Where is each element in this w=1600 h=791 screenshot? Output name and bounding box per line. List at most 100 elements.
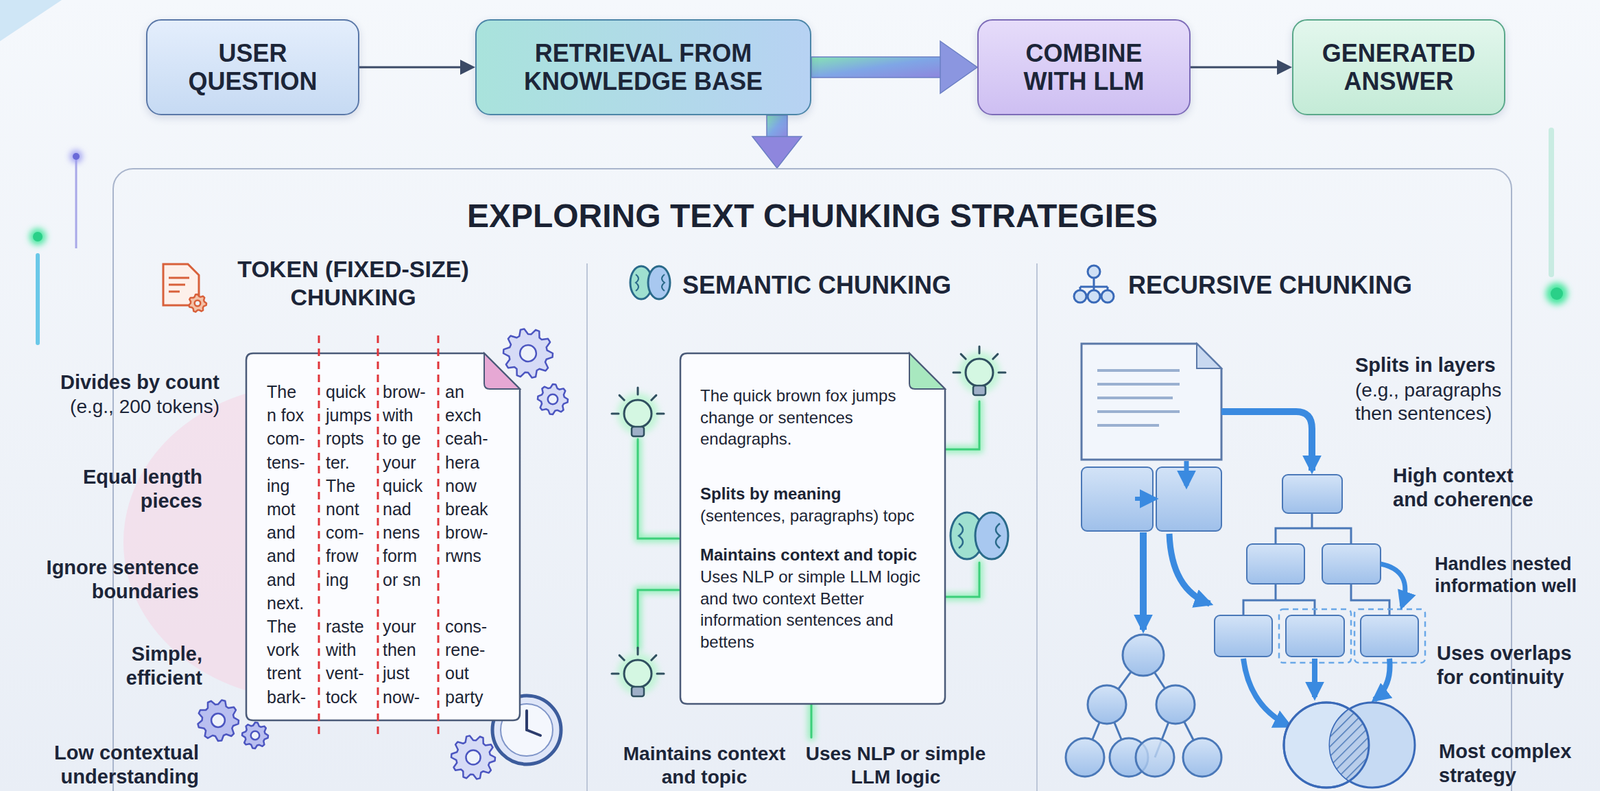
token-fragment: break [445,499,489,519]
document-outline [680,353,946,704]
gear-icon [465,749,481,764]
token-fragment: with [382,405,413,425]
lightbulb-icon [973,385,986,396]
clock-icon [525,710,529,730]
token-fragment: and [266,569,296,590]
token-fragment: an [445,381,465,402]
edge-decoration [1548,130,1555,275]
doc-icon [168,283,186,286]
lightbulb-icon [978,346,981,354]
connector-line [1190,66,1280,69]
token-fragment: nad [382,499,412,519]
process-box: GENERATED ANSWER [1292,19,1506,116]
token-fragment: or sn [382,569,422,590]
token-fragment: tens- [266,452,306,472]
process-box: RETRIEVAL FROM KNOWLEDGE BASE [475,19,812,116]
corner-tint [0,0,62,42]
cut-line [318,335,321,738]
recursive-illustration [1156,685,1195,724]
gear-icon [519,344,537,362]
gear-icon [547,394,559,405]
recursive-illustration [1135,496,1155,501]
gear-icon [188,294,207,313]
feature-note: (e.g., 200 tokens) [13,395,220,419]
recursive-illustration [1065,737,1105,777]
token-fragment: com- [325,522,365,542]
edge-decoration [29,130,1568,343]
recursive-illustration [1196,343,1222,369]
edge-decoration [72,152,80,160]
feature-note: Uses overlaps for continuity [1436,641,1585,690]
column-divider [586,263,588,791]
edge-decoration [75,152,78,249]
semantic-document: The quick brown fox jumps change or sent… [680,353,946,704]
process-box: COMBINE WITH LLM [977,19,1191,116]
token-fragment: ing [325,569,349,590]
token-fragment: just [382,663,410,683]
token-fragment: nont [325,499,360,519]
connector-arrow [1190,59,1293,75]
tree-icon [1087,290,1101,303]
token-fragment: brow- [445,522,489,542]
edge-decoration [35,255,40,343]
lightbulb-icon [637,647,640,655]
arrow-head [940,41,978,94]
lightbulb-icon [657,412,664,415]
lightbulb-icon [631,426,644,437]
feature-note: Divides by count [13,370,220,395]
token-fragment: out [445,663,470,683]
token-fragment: next. [266,593,304,613]
recursive-illustration [1214,615,1273,657]
token-fragment: mot [266,499,296,519]
feature-note: Simple, efficient [85,641,203,690]
connector-arrow [359,59,476,75]
gear-icon [194,300,201,307]
feature-note: Uses NLP or simple LLM logic [803,742,989,788]
token-document: Thequickbrow-ann foxjumpswithexchcom-rop… [246,353,520,721]
feature-note: High context and coherence [1392,463,1541,512]
token-fragment: vork [266,639,300,660]
token-fragment: The [266,616,297,636]
lightbulb-icon [619,395,625,400]
column-heading: TOKEN (FIXED-SIZE) CHUNKING [195,255,511,312]
recursive-illustration [1311,658,1318,697]
recursive-illustration [1139,532,1147,630]
cut-line [437,335,440,738]
gear-icon [242,722,269,749]
lightbulb-icon [965,358,994,387]
document-outline [680,353,946,704]
feature-note: Most complex strategy [1438,739,1583,788]
document-text: (sentences, paragraphs) topc [700,504,930,527]
feature-note: Handles nested information well [1434,552,1593,598]
token-fragment: your [382,452,417,472]
token-fragment: and [266,522,296,542]
box-label: COMBINE WITH LLM [992,39,1176,97]
edge-decoration [1550,287,1563,300]
gear-icon [198,700,240,742]
lightbulb-icon [611,672,619,675]
arrow-head [1276,59,1293,75]
token-fragment: ceah- [445,428,489,448]
edge-decoration [1545,282,1568,305]
lightbulb-icon [953,371,961,374]
token-fragment: quick [382,475,423,496]
box-label: USER QUESTION [161,39,345,97]
gear-icon [503,328,553,378]
arrow-head [752,136,802,169]
feature-note: Ignore sentence boundaries [27,555,199,604]
token-fragment: trent [266,663,302,683]
connector-line [766,115,788,138]
token-fragment: exch [445,405,482,425]
document-fold [484,353,520,389]
tree-icon [1080,277,1108,291]
token-fragment: to ge [382,428,422,448]
document-body: The quick brown fox jumps change or sent… [680,353,946,667]
recursive-illustration [1360,615,1419,657]
token-fragment: n fox [266,405,304,425]
lightbulb-icon [637,387,640,395]
token-fragment: quick [325,381,366,402]
feature-note: Equal length pieces [61,464,203,513]
edge-decoration [29,228,46,245]
lightbulb-icon [651,654,657,660]
connector-line [811,56,942,78]
